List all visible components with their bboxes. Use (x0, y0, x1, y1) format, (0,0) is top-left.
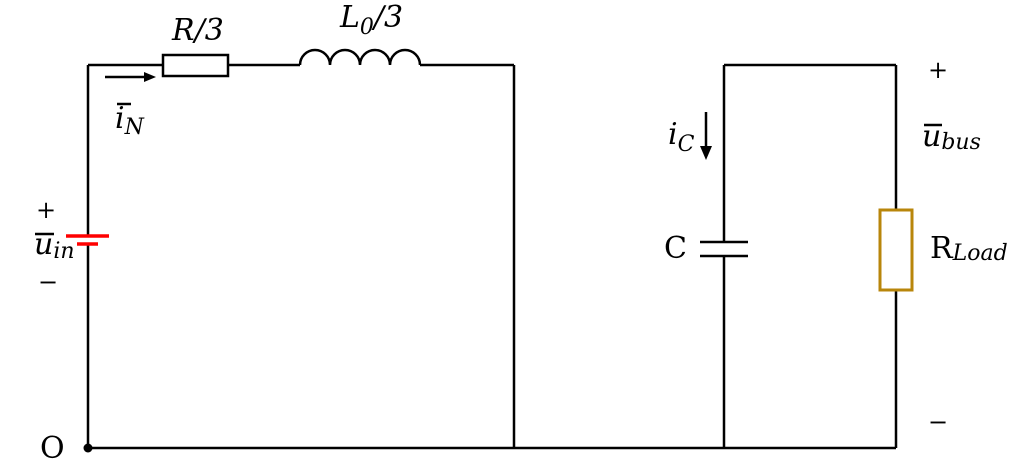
ground-label: O (40, 431, 65, 464)
current-c-arrow (700, 112, 712, 160)
load-label: RLoad (930, 231, 1008, 266)
series-resistor (161, 53, 230, 78)
bus-plus-sign: + (928, 56, 948, 84)
capacitor (700, 240, 748, 258)
inductor-label: L0/3 (339, 0, 403, 40)
input-minus-sign: − (38, 268, 58, 296)
resistor-label: R/3 (171, 13, 224, 48)
input-plus-sign: + (36, 196, 56, 224)
ground-node (83, 443, 93, 453)
input-voltage-label: uin (34, 227, 75, 264)
bus-minus-sign: − (928, 408, 948, 436)
current-n-arrow (105, 72, 156, 82)
capacitor-label: C (664, 231, 687, 266)
bus-voltage-label: ubus (922, 119, 981, 155)
voltage-source (66, 234, 109, 246)
load-resistor (878, 208, 914, 292)
circuit-wires (86, 63, 898, 450)
current-c-label: iC (668, 117, 695, 157)
series-inductor (298, 48, 422, 66)
current-n-label: iN (115, 101, 145, 140)
